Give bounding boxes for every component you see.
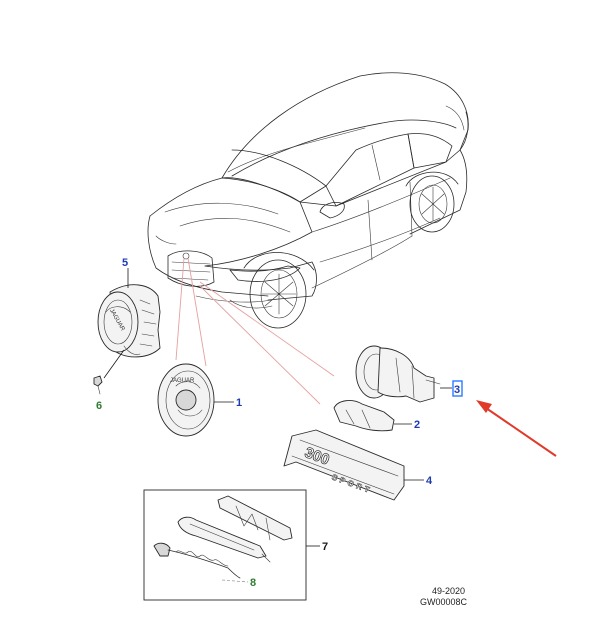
kit-bracket-long[interactable]: [217, 495, 293, 541]
red-arrow-pointer: [476, 400, 557, 457]
svg-text:JAGUAR: JAGUAR: [170, 378, 195, 384]
footer-year: 49-2020: [432, 586, 465, 596]
footer-code: GW00008C: [420, 597, 468, 607]
callout-3: 3: [454, 384, 460, 396]
location-leaders: [175, 257, 335, 405]
leader-8: [221, 579, 249, 583]
callout-2: 2: [414, 419, 420, 431]
callout-6: 6: [96, 400, 102, 412]
callout-5: 5: [122, 257, 128, 269]
part-3-emblem-bracket[interactable]: [355, 345, 441, 403]
kit-harness-holder[interactable]: [177, 516, 271, 563]
part-4-300-sport-badge[interactable]: 300 SPORT: [283, 429, 405, 501]
callout-7: 7: [322, 541, 328, 553]
part-8-script-badge[interactable]: [153, 542, 241, 579]
kit-box: [143, 489, 307, 601]
part-1-front-emblem[interactable]: JAGUAR: [157, 363, 215, 437]
part-2-bracket[interactable]: [333, 400, 395, 432]
leader-6-link: [103, 349, 125, 379]
callout-8: 8: [250, 577, 256, 589]
callout-1: 1: [236, 397, 242, 409]
callout-4: 4: [426, 475, 433, 487]
part-6-screw[interactable]: [93, 375, 103, 395]
callout-3-highlight: [452, 380, 463, 397]
part-5-emblem-housing[interactable]: JAGUAR: [97, 284, 161, 358]
vehicle-illustration: [147, 72, 469, 329]
